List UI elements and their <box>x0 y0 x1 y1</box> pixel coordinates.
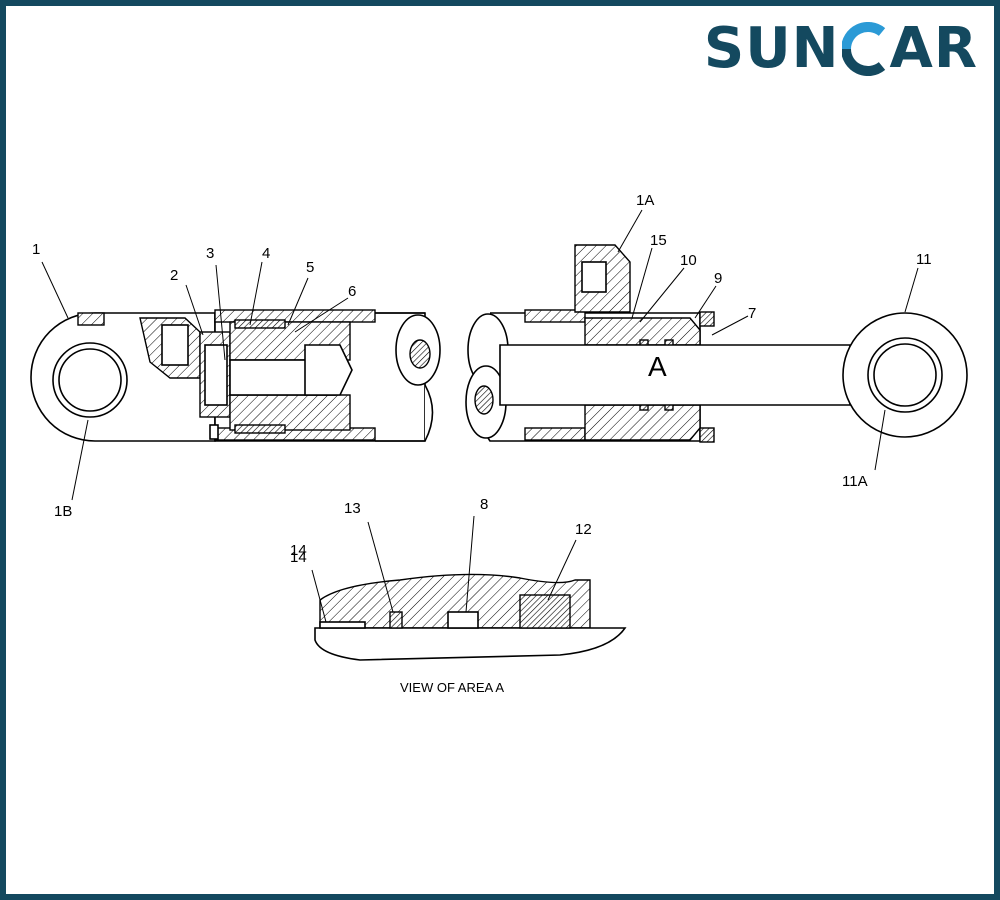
label-area-a: A <box>648 351 667 382</box>
label-11: 11 <box>916 251 932 268</box>
label-14: 14 <box>290 542 307 559</box>
label-11a: 11A <box>842 473 868 490</box>
label-9: 9 <box>714 270 722 287</box>
label-4: 4 <box>262 245 270 262</box>
detail-view-area-a <box>314 573 627 661</box>
label-12: 12 <box>575 521 592 538</box>
rod-eye-assembly <box>842 312 968 438</box>
label-1a: 1A <box>636 192 654 209</box>
piston-rod <box>499 344 851 406</box>
detail-caption: VIEW OF AREA A <box>400 680 504 695</box>
label-3: 3 <box>206 245 214 262</box>
leader-lines <box>41 209 919 623</box>
label-2: 2 <box>170 267 178 284</box>
label-15: 15 <box>650 232 667 249</box>
label-8: 8 <box>480 496 488 513</box>
label-6: 6 <box>348 283 356 300</box>
label-10: 10 <box>680 252 697 269</box>
port-block <box>574 244 631 313</box>
logo-text-left: SUN <box>703 16 840 81</box>
rod-guide-assembly <box>584 311 715 443</box>
label-7: 7 <box>748 305 756 322</box>
label-13: 13 <box>344 500 361 517</box>
logo-text-right: AR <box>889 16 978 81</box>
label-1: 1 <box>32 241 40 258</box>
piston-assembly <box>139 317 353 440</box>
logo-c-icon <box>841 22 885 76</box>
label-14-shadow: 14 <box>290 549 307 566</box>
label-5: 5 <box>306 259 314 276</box>
suncar-logo: SUN AR <box>704 18 978 80</box>
label-1b: 1B <box>54 503 72 520</box>
